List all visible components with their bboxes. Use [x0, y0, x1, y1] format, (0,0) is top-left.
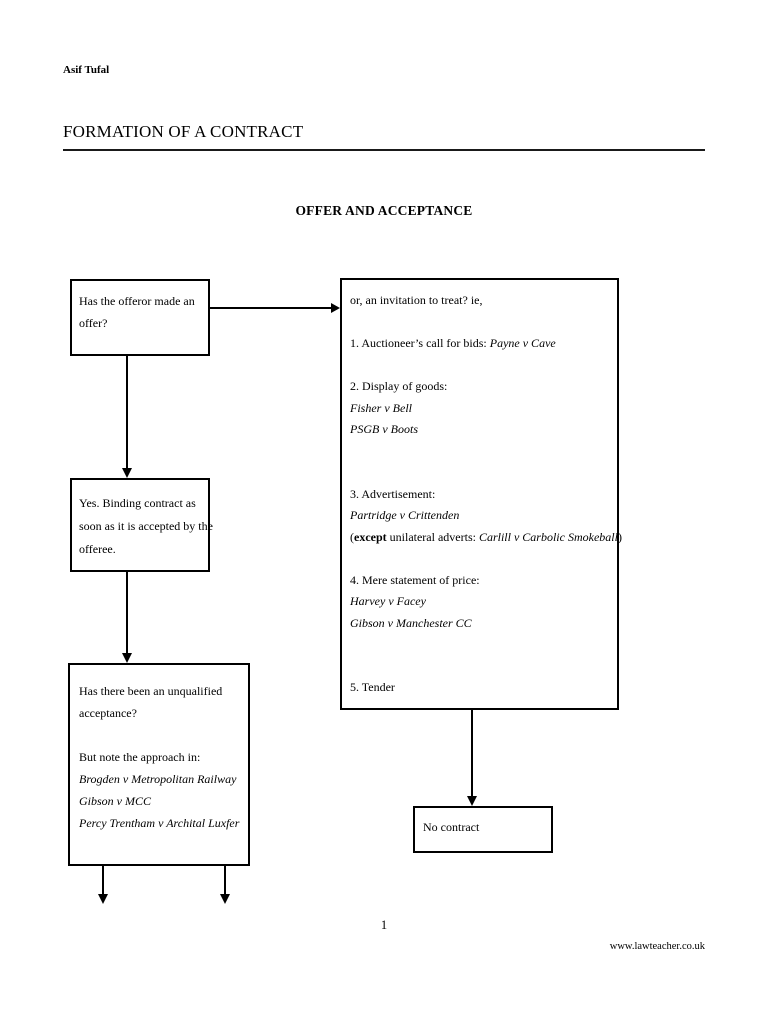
text-line: Gibson v MCC — [79, 794, 151, 808]
connector-line — [210, 307, 331, 309]
connector-line — [471, 710, 473, 796]
connector-line — [102, 866, 104, 894]
document-title: FORMATION OF A CONTRACT — [63, 122, 304, 141]
text-line — [350, 656, 613, 678]
text-line: 1. Auctioneer’s call for bids: Payne v C… — [350, 336, 556, 350]
invitation-to-treat-box: or, an invitation to treat? ie, 1. Aucti… — [340, 278, 622, 710]
arrowhead-down-icon — [220, 894, 230, 904]
text-line: Partridge v Crittenden — [350, 508, 460, 522]
arrowhead-right-icon — [331, 303, 340, 313]
text-line: Fisher v Bell — [350, 400, 412, 415]
text-line — [350, 441, 613, 463]
offer-question-box: Has the offeror made an offer? — [70, 279, 210, 356]
text-line — [350, 634, 613, 656]
no-contract-box: No contract — [413, 806, 553, 853]
text-line — [350, 355, 613, 377]
text-line: But note the approach in: — [79, 750, 201, 764]
text-line: Percy Trentham v Archital Luxfer — [79, 816, 240, 830]
text-line: PSGB v Boots — [350, 422, 418, 436]
text-line — [350, 548, 613, 570]
text-line: Brogden v Metropolitan Railway — [79, 772, 237, 786]
text-line: Has there been an unqualified — [79, 684, 223, 698]
website-url: www.lawteacher.co.uk — [609, 941, 705, 952]
connector-line — [126, 572, 128, 653]
text-line: Yes. Binding contract as — [79, 496, 196, 510]
connector-line — [224, 866, 226, 894]
author-name: Asif Tufal — [63, 64, 110, 76]
page-number: 1 — [380, 918, 388, 932]
unqualified-acceptance-box: Has there been an unqualified acceptance?… — [68, 663, 250, 866]
text-line: Gibson v Manchester CC — [350, 615, 472, 630]
text-line: acceptance? — [79, 706, 137, 720]
arrowhead-down-icon — [122, 468, 132, 478]
title-underline — [63, 149, 705, 151]
text-line: offeree. — [79, 542, 116, 556]
binding-contract-box: Yes. Binding contract as soon as it is ac… — [70, 478, 213, 572]
text-line: (except unilateral adverts: Carlill v Ca… — [350, 529, 622, 544]
section-heading: OFFER AND ACCEPTANCE — [295, 203, 473, 218]
text-line: or, an invitation to treat? ie, — [350, 293, 483, 307]
text-line — [350, 312, 613, 334]
connector-line — [126, 356, 128, 468]
text-line: offer? — [79, 316, 108, 330]
text-line: soon as it is accepted by the — [79, 519, 213, 533]
text-line: 4. Mere statement of price: — [350, 572, 480, 587]
text-line: 5. Tender — [350, 680, 395, 694]
text-line: 3. Advertisement: — [350, 486, 436, 501]
text-line: Harvey v Facey — [350, 594, 426, 608]
arrowhead-down-icon — [98, 894, 108, 904]
text-line — [79, 724, 244, 746]
arrowhead-down-icon — [122, 653, 132, 663]
arrowhead-down-icon — [467, 796, 477, 806]
text-line: Has the offeror made an — [79, 294, 195, 308]
text-line: No contract — [423, 820, 480, 834]
text-line: 2. Display of goods: — [350, 379, 448, 393]
text-line — [350, 462, 613, 484]
